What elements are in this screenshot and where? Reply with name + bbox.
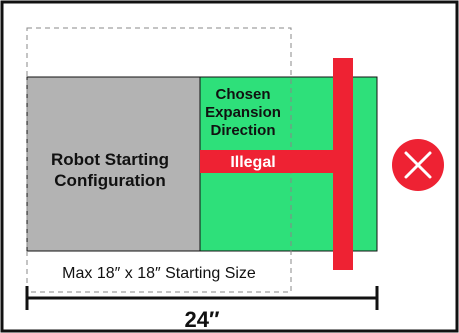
robot-label-line2: Configuration (54, 171, 165, 190)
robot-label-line1: Robot Starting (51, 150, 169, 169)
illegal-bar-vertical (333, 58, 353, 270)
chosen-label-line3: Direction (210, 122, 275, 139)
illegal-bar-horizontal (200, 150, 353, 173)
illegal-label: Illegal (230, 154, 275, 171)
dimension-label: 24″ (184, 307, 219, 332)
chosen-label-line2: Expansion (205, 104, 281, 121)
chosen-label-line1: Chosen (215, 86, 270, 103)
robot-starting-region (26, 76, 201, 252)
dimension-line (25, 286, 379, 310)
max-size-caption: Max 18″ x 18″ Starting Size (62, 265, 256, 282)
x-circle-icon (392, 139, 444, 191)
